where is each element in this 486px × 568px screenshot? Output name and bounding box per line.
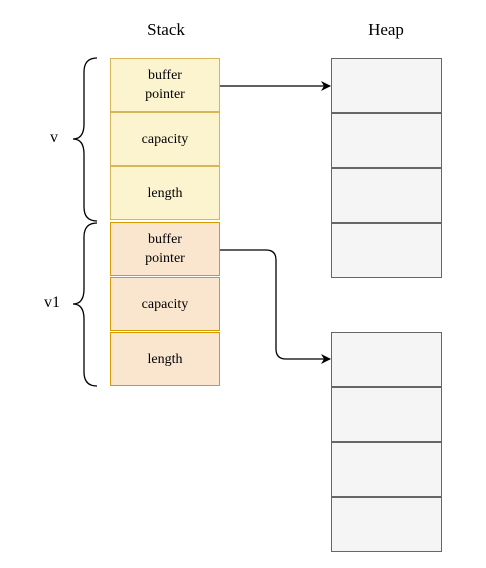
stack-cell-v-length: length <box>110 166 220 220</box>
heap-block-2-cell <box>331 387 442 442</box>
stack-cell-label: length <box>147 185 183 201</box>
variable-label-v1: v1 <box>44 294 60 311</box>
heap-block-2-cell <box>331 332 442 387</box>
stack-cell-v-capacity: capacity <box>110 112 220 166</box>
heap-block-2-cell <box>331 497 442 552</box>
stack-cell-v1-length: length <box>110 332 220 386</box>
brace-v1 <box>72 222 98 387</box>
stack-cell-v1-capacity: capacity <box>110 277 220 331</box>
heap-block-1-cell <box>331 168 442 223</box>
heap-block-2-cell <box>331 442 442 497</box>
stack-cell-label: capacity <box>141 296 189 312</box>
heap-block-1-cell <box>331 113 442 168</box>
variable-label-v: v <box>50 129 58 146</box>
brace-v <box>72 57 98 222</box>
heap-title: Heap <box>368 20 404 39</box>
arrow-v1-to-heap-2 <box>220 249 331 364</box>
stack-cell-v1-buffer-pointer: buffer pointer <box>110 222 220 276</box>
stack-cell-label: length <box>147 351 183 367</box>
stack-cell-v-buffer-pointer: buffer pointer <box>110 58 220 112</box>
stack-title: Stack <box>147 20 185 39</box>
stack-cell-label: capacity <box>141 131 189 147</box>
heap-block-1-cell <box>331 58 442 113</box>
heap-block-1-cell <box>331 223 442 278</box>
stack-cell-label: buffer pointer <box>145 232 185 266</box>
stack-cell-label: buffer pointer <box>145 68 185 102</box>
